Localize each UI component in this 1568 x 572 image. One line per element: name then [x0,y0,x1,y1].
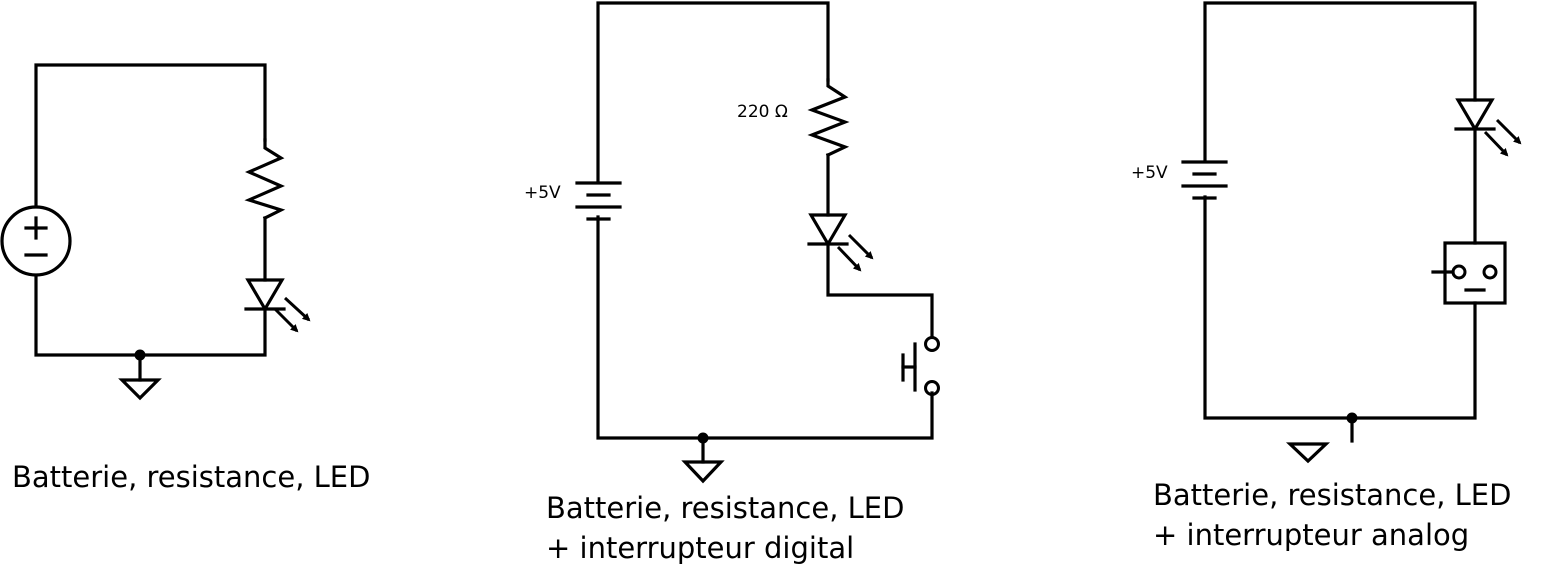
caption-line: Batterie, resistance, LED [12,460,371,494]
caption-line: + interrupteur analog [1153,518,1470,552]
caption-circuit-1: Batterie, resistance, LED [12,457,370,497]
circuit-2: +5V 220 Ω [524,1,940,484]
circuit-1-wires [34,63,267,357]
circuit-2-wires [596,1,934,440]
ground-symbol [1285,412,1358,464]
caption-circuit-2: Batterie, resistance, LED + interrupteur… [546,488,904,568]
ground-symbol [681,432,725,484]
resistor-symbol [807,78,850,158]
resistor-symbol [244,138,286,221]
voltage-label: +5V [1131,163,1168,183]
caption-line: Batterie, resistance, LED [1153,478,1512,512]
battery-symbol [575,181,622,221]
caption-line: + interrupteur digital [546,531,855,565]
pushbutton-switch-symbol [901,336,940,396]
ground-symbol [118,349,162,401]
caption-circuit-3: Batterie, resistance, LED + interrupteur… [1153,475,1511,555]
analog-switch-symbol [1431,241,1507,305]
voltage-source-symbol [0,205,72,277]
circuit-3: +5V [1131,1,1522,464]
voltage-label: +5V [524,183,561,203]
battery-symbol [1181,160,1228,200]
led-symbol [807,213,874,272]
led-symbol [1454,98,1522,157]
led-symbol [244,278,311,333]
caption-line: Batterie, resistance, LED [546,491,905,525]
circuit-3-wires [1203,1,1477,420]
resistor-label: 220 Ω [737,102,788,122]
circuit-1 [0,63,311,401]
